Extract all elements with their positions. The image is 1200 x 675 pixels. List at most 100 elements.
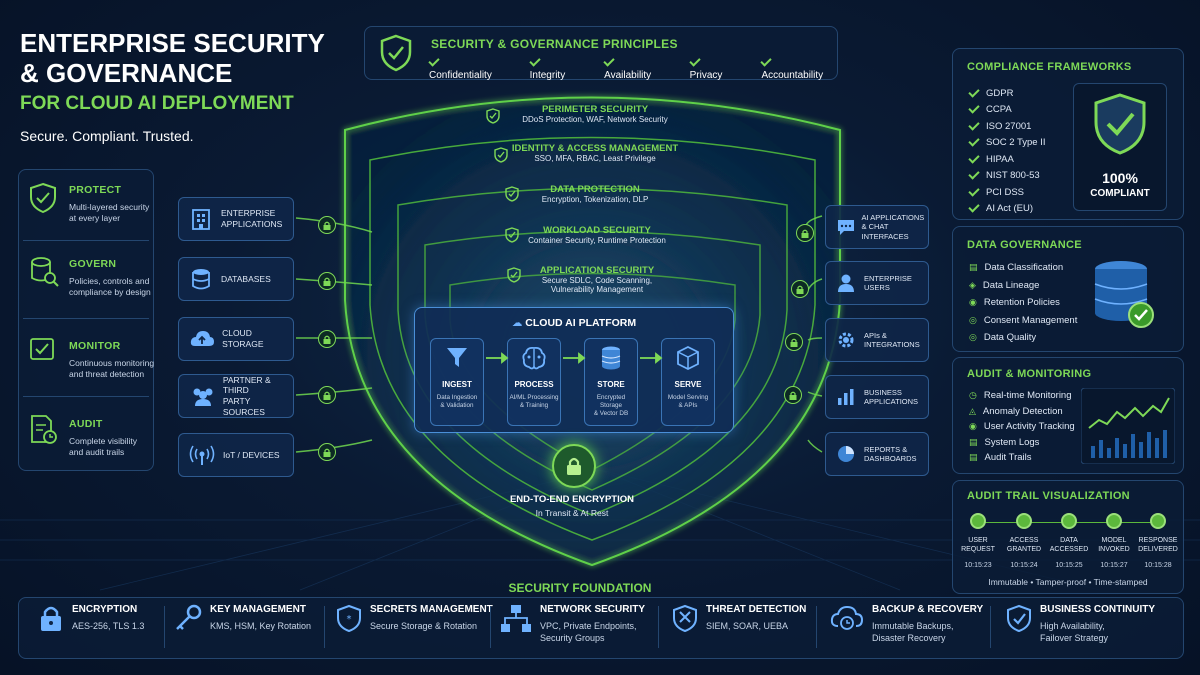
governance-item: ▤Data Classification <box>969 262 1064 274</box>
chat-icon <box>838 220 854 235</box>
principle-item: Privacy <box>688 55 738 81</box>
check-icon <box>528 55 541 67</box>
stage-ingest[interactable]: INGEST Data Ingestion& Validation <box>430 338 484 426</box>
stage-process[interactable]: PROCESS AI/ML Processing& Training <box>507 338 561 426</box>
audit-monitoring-list: ◷Real-time Monitoring ◬Anomaly Detection… <box>969 388 1075 466</box>
trail-event-node[interactable] <box>1150 513 1166 529</box>
layer-data-protection: DATA PROTECTION Encryption, Tokenization… <box>541 184 649 204</box>
compliance-item: GDPR <box>968 85 1046 102</box>
audit-monitoring-panel: AUDIT & MONITORING ◷Real-time Monitoring… <box>952 357 1184 474</box>
layer-identity-access: IDENTITY & ACCESS MANAGEMENT SSO, MFA, R… <box>511 143 679 163</box>
compliance-item: ISO 27001 <box>968 118 1046 135</box>
principles-panel: SECURITY & GOVERNANCE PRINCIPLES Confide… <box>364 26 838 81</box>
shield-secret-icon: * <box>337 604 361 632</box>
principle-item: Accountability <box>760 55 837 81</box>
database-search-icon <box>31 257 59 287</box>
output-reports-dashboards[interactable]: REPORTS &DASHBOARDS <box>825 432 929 476</box>
source-databases[interactable]: DATABASES <box>178 257 294 301</box>
cube-icon <box>677 345 699 371</box>
trail-event-time: 10:15:23 <box>964 562 992 569</box>
bar-chart-icon <box>838 389 854 405</box>
platform-title: CLOUD AI PLATFORM <box>525 317 637 329</box>
layer-perimeter-security: PERIMETER SECURITY DDoS Protection, WAF,… <box>522 104 668 124</box>
lock-icon <box>318 443 336 461</box>
audit-trail-panel: AUDIT TRAIL VISUALIZATION Immutable • Ta… <box>952 480 1184 594</box>
principles-list: Confidentiality Integrity Availability P… <box>428 55 837 81</box>
trail-event-node[interactable] <box>1061 513 1077 529</box>
trail-event-time: 10:15:25 <box>1055 562 1083 569</box>
monitoring-item: ◬Anomaly Detection <box>969 405 1063 417</box>
compliance-item: AI Act (EU) <box>968 201 1046 218</box>
list-icon: ◉ <box>969 421 977 432</box>
monitoring-item: ▤System Logs <box>969 436 1040 448</box>
lock-icon <box>318 216 336 234</box>
lock-icon <box>796 224 814 242</box>
lock-icon <box>785 333 803 351</box>
storage-icon <box>601 346 621 370</box>
building-icon <box>192 209 210 230</box>
shield-check-icon <box>505 186 519 202</box>
padlock-icon <box>41 606 61 631</box>
trail-event-time: 10:15:27 <box>1100 562 1128 569</box>
trail-event-time: 10:15:24 <box>1010 562 1038 569</box>
monitoring-item: ▤Audit Trails <box>969 452 1032 464</box>
trail-event-node[interactable] <box>1106 513 1122 529</box>
source-cloud-storage[interactable]: CLOUD STORAGE <box>178 317 294 361</box>
trail-event-node[interactable] <box>1016 513 1032 529</box>
stage-store[interactable]: STORE Encrypted Storage& Vector DB <box>584 338 638 426</box>
database-icon <box>192 269 210 290</box>
cloud-icon: ☁ <box>511 317 526 329</box>
list-icon: ◈ <box>969 279 976 290</box>
list-icon: ◷ <box>969 390 977 401</box>
title-line-2: & GOVERNANCE <box>20 58 233 88</box>
gear-icon <box>838 332 854 348</box>
principle-item: Integrity <box>528 55 580 81</box>
list-icon: ▤ <box>969 436 978 447</box>
compliance-item: PCI DSS <box>968 184 1046 201</box>
list-icon: ◎ <box>969 314 977 325</box>
brain-icon <box>522 346 546 370</box>
layer-workload-security: WORKLOAD SECURITY Container Security, Ru… <box>528 225 666 245</box>
layer-application-security: APPLICATION SECURITY Secure SDLC, Code S… <box>539 265 655 294</box>
monitoring-item: ◷Real-time Monitoring <box>969 390 1072 402</box>
foundation-panel <box>18 597 1184 659</box>
source-iot-devices[interactable]: IoT / DEVICES <box>178 433 294 477</box>
encryption-label: END-TO-END ENCRYPTION In Transit & At Re… <box>509 494 635 518</box>
list-icon: ▤ <box>969 262 978 273</box>
compliance-badge: 100% COMPLIANT <box>1073 83 1167 211</box>
list-icon: ◬ <box>969 405 976 416</box>
governance-item: ◉Retention Policies <box>969 297 1060 309</box>
output-apis-integrations[interactable]: APIs &INTEGRATIONS <box>825 318 929 362</box>
shield-check-icon <box>30 182 56 214</box>
list-icon: ▤ <box>969 452 978 463</box>
output-ai-applications[interactable]: AI APPLICATIONS& CHAT INTERFACES <box>825 205 929 249</box>
compliance-item: SOC 2 Type II <box>968 135 1046 152</box>
stage-serve[interactable]: SERVE Model Serving& APIs <box>661 338 715 426</box>
shield-tools-icon <box>673 604 697 632</box>
data-governance-list: ▤Data Classification ◈Data Lineage ◉Rete… <box>969 259 1077 347</box>
trail-event-node[interactable] <box>970 513 986 529</box>
check-icon <box>603 55 615 67</box>
shield-check-icon <box>507 267 521 283</box>
monitor-check-icon <box>30 338 54 360</box>
cloud-upload-icon <box>190 331 214 346</box>
compliance-item: CCPA <box>968 102 1046 119</box>
data-governance-panel: DATA GOVERNANCE ▤Data Classification ◈Da… <box>952 226 1184 352</box>
governance-item: ◎Data Quality <box>969 332 1037 344</box>
activity-chart-icon <box>1081 388 1175 464</box>
monitoring-item: ◉User Activity Tracking <box>969 421 1075 433</box>
